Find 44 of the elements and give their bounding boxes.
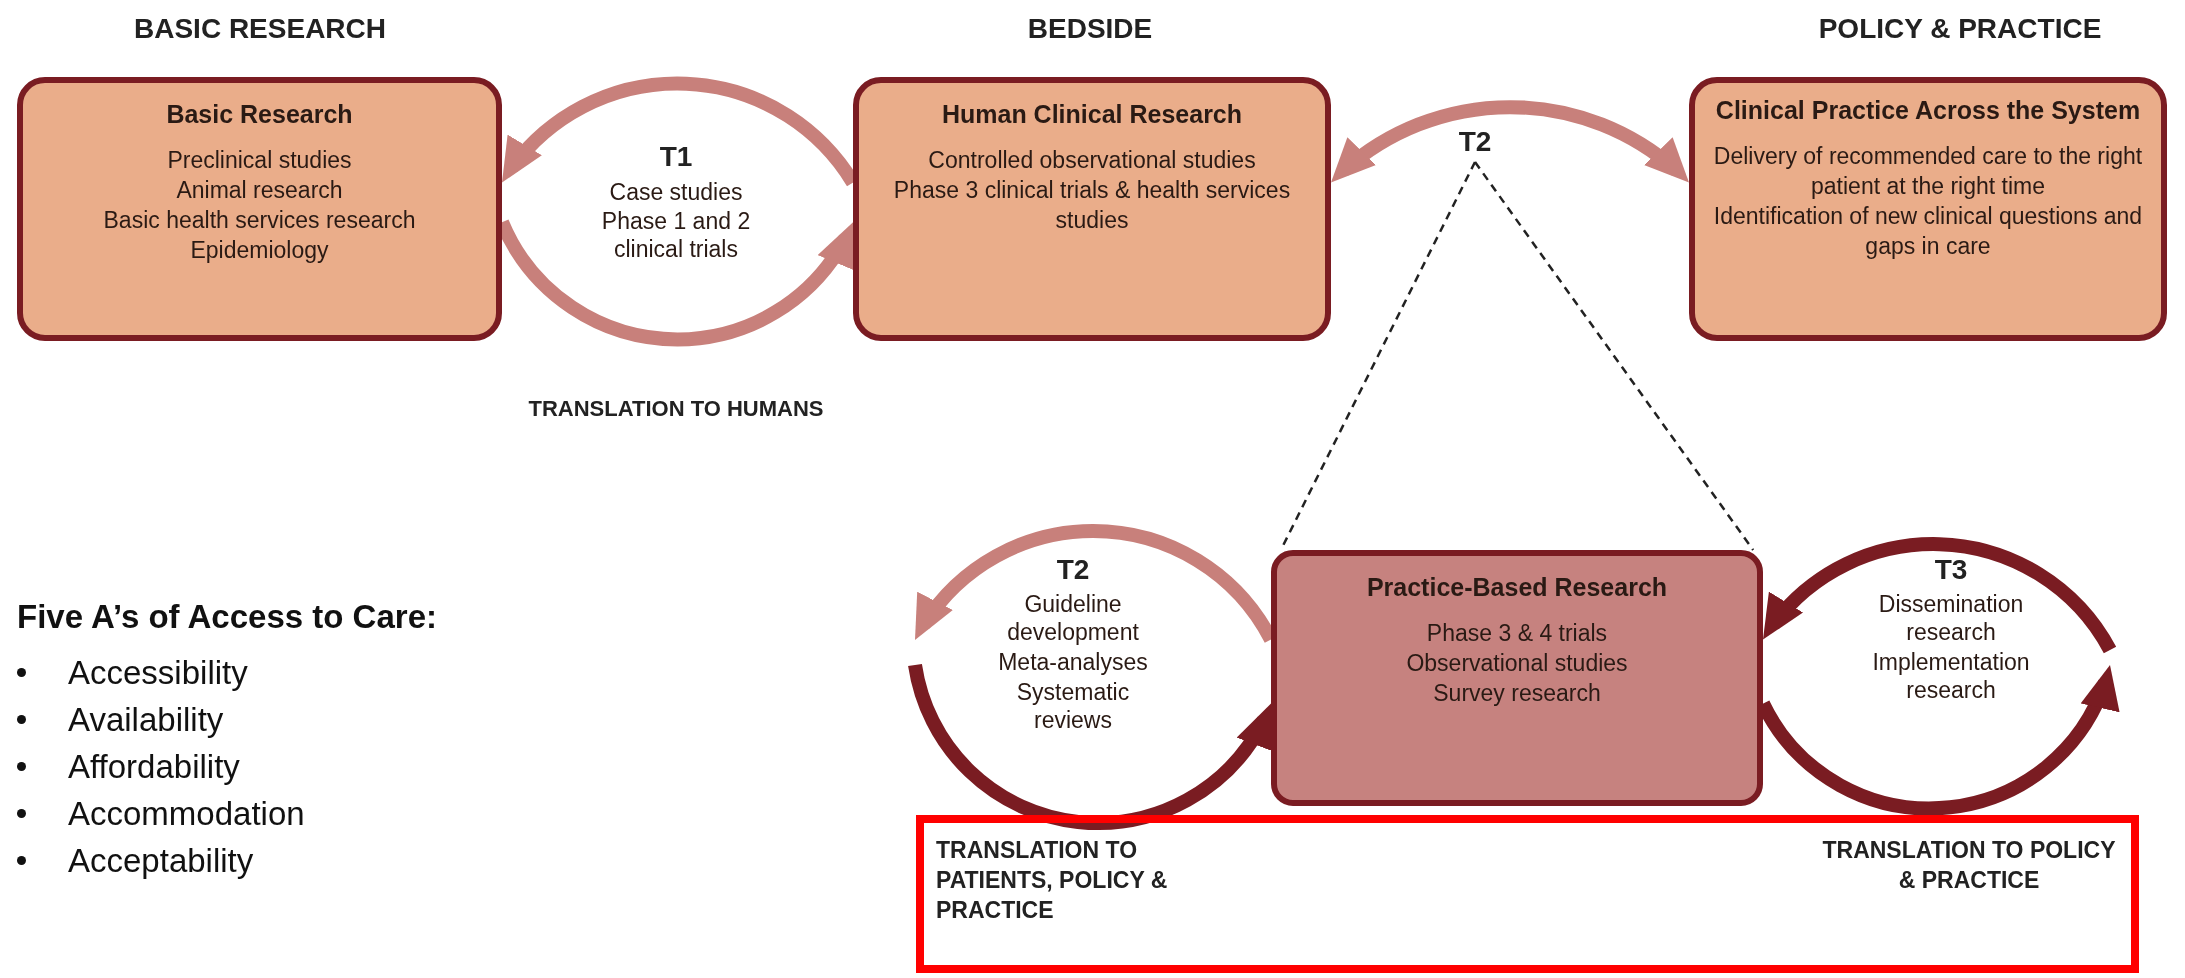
- study-type-text: Identification of new clinical questions and gaps in care: [1712, 202, 2144, 261]
- study-type-text: Basic health services research: [103, 206, 416, 235]
- translation-caption: TRANSLATION TO PATIENTS, POLICY & PRACTICE: [936, 836, 1169, 925]
- study-type-text: Delivery of recommended care to the right patient at the right time: [1712, 142, 2144, 201]
- translation-caption: TRANSLATION TO HUMANS: [527, 395, 825, 423]
- box-title: Clinical Practice Across the System: [1715, 95, 2141, 125]
- stage-box: [1271, 550, 1763, 806]
- study-type-text: Preclinical studies: [167, 146, 352, 175]
- study-type-text: Phase 3 & 4 trials: [1426, 619, 1608, 648]
- study-type-text: Phase 3 clinical trials & health services studies: [892, 176, 1292, 235]
- list-item: Accessibility: [68, 653, 248, 693]
- list-item: Acceptability: [68, 841, 254, 881]
- box-title: Human Clinical Research: [941, 99, 1243, 129]
- phase-label: T2: [1055, 553, 1091, 587]
- list-heading: Five A’s of Access to Care:: [17, 597, 438, 637]
- list-item: Accommodation: [68, 794, 305, 834]
- box-title: Basic Research: [166, 99, 353, 129]
- study-type-text: Phase 1 and 2 clinical trials: [600, 207, 752, 263]
- study-type-text: Case studies: [608, 178, 744, 206]
- study-type-text: Meta-analyses: [997, 648, 1149, 676]
- box-title: Practice-Based Research: [1366, 572, 1668, 602]
- study-type-text: Observational studies: [1406, 649, 1628, 678]
- phase-label: T1: [658, 140, 694, 174]
- study-type-text: Systematic reviews: [1015, 678, 1131, 734]
- list-item: Availability: [68, 700, 224, 740]
- stage-box: [17, 77, 502, 341]
- stage-box: [1689, 77, 2167, 341]
- translation-caption: TRANSLATION TO POLICY & PRACTICE: [1821, 836, 2117, 895]
- dashed-line: [1474, 161, 1755, 551]
- study-type-text: Controlled observational studies: [928, 146, 1256, 175]
- phase-label: T3: [1933, 553, 1969, 587]
- column-heading: POLICY & PRACTICE: [1817, 12, 2103, 46]
- stage-box: [853, 77, 1331, 341]
- column-heading: BASIC RESEARCH: [133, 12, 387, 46]
- study-type-text: Implementation research: [1871, 648, 2031, 704]
- study-type-text: Dissemination research: [1877, 590, 2025, 646]
- study-type-text: Guideline development: [1006, 590, 1140, 646]
- study-type-text: Animal research: [176, 176, 343, 205]
- column-heading: BEDSIDE: [1026, 12, 1154, 46]
- study-type-text: Epidemiology: [190, 236, 329, 265]
- highlight-frame: [916, 815, 2139, 973]
- phase-label: T2: [1445, 122, 1505, 162]
- study-type-text: Survey research: [1433, 679, 1601, 708]
- list-item: Affordability: [68, 747, 240, 787]
